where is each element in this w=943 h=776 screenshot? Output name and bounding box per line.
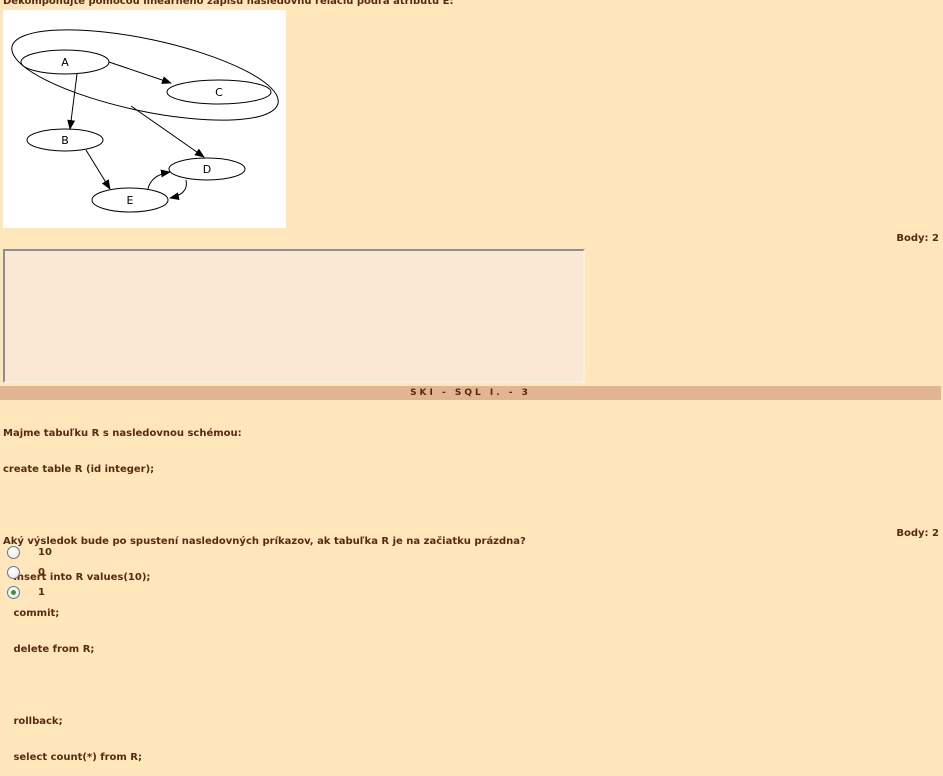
question-2-line: Aký výsledok bude po spustení nasledovný…: [3, 536, 526, 547]
question-2-line: commit;: [3, 608, 60, 619]
question-2-text: Majme tabuľku R s nasledovnou schémou: c…: [3, 404, 526, 776]
radio-button[interactable]: [7, 565, 20, 579]
edge-e-d: [147, 169, 171, 190]
node-d: [168, 157, 246, 181]
node-a-label: A: [61, 56, 69, 69]
question-2-line: select count(*) from R;: [3, 752, 142, 763]
question-2-line: Majme tabuľku R s nasledovnou schémou:: [3, 428, 242, 439]
node-b: [26, 128, 104, 152]
question-2-line: delete from R;: [3, 644, 95, 655]
question-2-line: create table R (id integer);: [3, 464, 155, 475]
option-label: 0: [38, 566, 45, 578]
edge-b-e: [85, 149, 111, 190]
answer-option[interactable]: 1: [7, 584, 45, 600]
answer-option[interactable]: 10: [7, 544, 52, 560]
question-2-line: rollback;: [3, 716, 63, 727]
question-1-text: Dekomponujte pomocou lineárneho zápisu n…: [3, 0, 454, 7]
diagram-svg: A C B D E: [11, 29, 279, 213]
node-c-label: C: [215, 86, 223, 99]
edge-a-d: [130, 105, 205, 158]
answer-textarea[interactable]: [3, 249, 585, 383]
question-2-line: insert into R values(10);: [3, 572, 151, 583]
answer-option[interactable]: 0: [7, 564, 45, 580]
node-c: [166, 79, 272, 105]
node-e: [91, 187, 169, 213]
edge-a-c: [108, 61, 172, 84]
edge-a-b: [67, 73, 78, 130]
node-b-label: B: [61, 134, 69, 147]
relation-diagram: A C B D E: [3, 10, 286, 228]
question-2-line: [3, 680, 526, 692]
question-2-line: [3, 500, 526, 512]
question-2-points: Body: 2: [896, 528, 939, 539]
section-header: SKI - SQL I. - 3: [0, 386, 941, 400]
question-1-points: Body: 2: [896, 233, 939, 244]
option-label: 10: [38, 546, 52, 558]
node-d-label: D: [203, 163, 211, 176]
edge-d-e: [169, 179, 187, 201]
node-e-label: E: [127, 194, 134, 207]
group-ellipse-ac: [11, 29, 279, 121]
radio-button[interactable]: [7, 545, 20, 559]
option-label: 1: [38, 586, 45, 598]
